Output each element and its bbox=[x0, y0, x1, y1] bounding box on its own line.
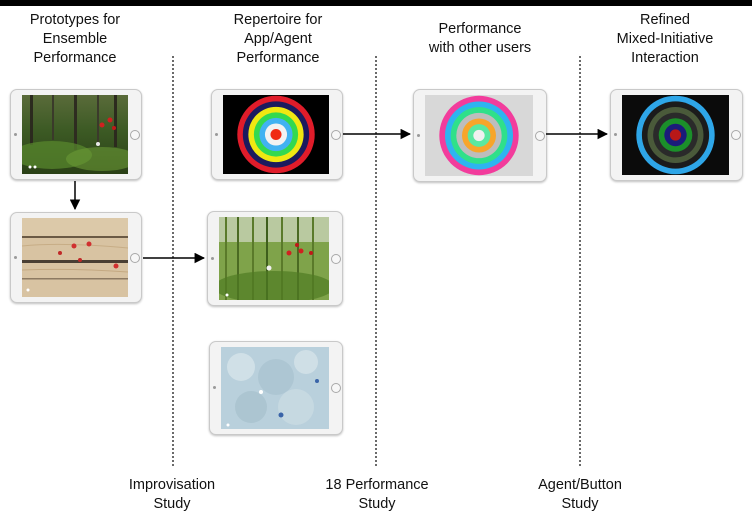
forest-screen bbox=[22, 95, 128, 174]
column-title-repertoire: Repertoire for App/Agent Performance bbox=[233, 12, 323, 66]
water-image bbox=[221, 347, 329, 429]
wood-screen bbox=[22, 218, 128, 297]
tablet-target-3 bbox=[610, 89, 743, 181]
column-title-performance: Performance with other users bbox=[428, 21, 532, 56]
wood-image bbox=[22, 218, 128, 297]
target-ring bbox=[473, 129, 485, 142]
target-rings-3 bbox=[636, 95, 715, 175]
bamboo-screen bbox=[219, 217, 329, 300]
bamboo-image bbox=[219, 217, 329, 300]
water-screen bbox=[221, 347, 329, 429]
tablet-bamboo bbox=[207, 211, 343, 306]
tablet-wood bbox=[10, 212, 142, 303]
column-title-prototypes: Prototypes for Ensemble Performance bbox=[29, 12, 121, 66]
divider-3 bbox=[579, 56, 581, 466]
target-ring bbox=[270, 128, 282, 141]
tablet-water bbox=[209, 341, 343, 435]
forest-image bbox=[22, 95, 128, 174]
target-screen-2 bbox=[425, 95, 533, 176]
study-label-improvisation: Improvisation Study bbox=[128, 477, 216, 512]
tablet-target-2 bbox=[413, 89, 547, 182]
top-border bbox=[0, 0, 752, 6]
column-title-refined: Refined Mixed-Initiative Interaction bbox=[616, 12, 714, 66]
target-rings bbox=[237, 95, 315, 174]
target-ring bbox=[669, 129, 682, 141]
tablet-forest bbox=[10, 89, 142, 180]
divider-1 bbox=[172, 56, 174, 466]
tablet-target bbox=[211, 89, 343, 180]
target-rings-2 bbox=[439, 95, 519, 176]
target-screen-3 bbox=[622, 95, 729, 175]
study-label-agent-button: Agent/Button Study bbox=[538, 477, 622, 512]
target-screen bbox=[223, 95, 329, 174]
divider-2 bbox=[375, 56, 377, 466]
study-label-performance: 18 Performance Study bbox=[325, 477, 429, 512]
